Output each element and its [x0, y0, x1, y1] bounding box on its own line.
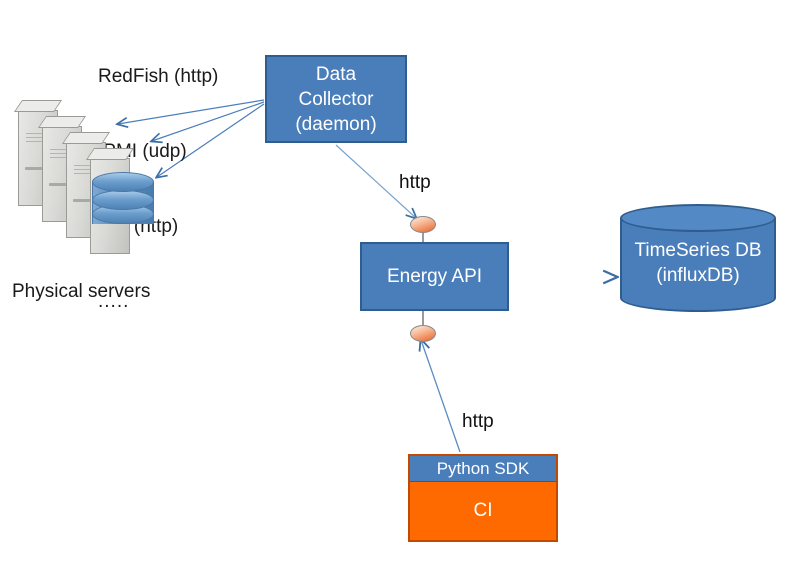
node-timeseries-db[interactable]: TimeSeries DB (influxDB): [620, 204, 776, 312]
server-database-icon: [92, 172, 154, 234]
server-vent: [50, 153, 72, 154]
server-vent: [26, 133, 48, 134]
server-vent: [26, 137, 48, 138]
node-ci-header-label: Python SDK: [410, 456, 556, 482]
server-vent: [74, 173, 96, 174]
server-tower-top: [13, 100, 63, 112]
server-slot: [73, 199, 99, 202]
protocol-ellipsis: .....: [98, 291, 130, 312]
edge-sdk-to-api: [421, 340, 461, 453]
server-tower-top: [37, 116, 87, 128]
database-disc: [92, 172, 154, 192]
server-vent: [50, 149, 72, 150]
protocol-redfish: RedFish (http): [98, 66, 219, 87]
cylinder-top: [620, 204, 776, 232]
server-vent: [50, 157, 72, 158]
server-slot: [25, 167, 51, 170]
physical-servers-label: Physical servers: [12, 281, 151, 302]
interface-port-http-in[interactable]: [410, 216, 436, 233]
node-energy-api[interactable]: Energy API: [360, 242, 509, 311]
server-vent: [74, 169, 96, 170]
node-timeseries-db-label: TimeSeries DB (influxDB): [634, 240, 762, 286]
server-tower-top: [85, 148, 135, 160]
server-tower-top: [61, 132, 111, 144]
node-ci-component[interactable]: Python SDK CI: [408, 454, 558, 542]
node-energy-api-label: Energy API: [386, 266, 483, 287]
node-data-collector[interactable]: Data Collector (daemon): [265, 55, 407, 143]
server-vent: [26, 141, 48, 142]
edge-label-collector-to-api: http: [399, 172, 431, 193]
interface-port-http-out[interactable]: [410, 325, 436, 342]
node-data-collector-label: Data Collector (daemon): [295, 63, 377, 135]
physical-servers-illustration: [6, 96, 176, 254]
server-vent: [74, 165, 96, 166]
edge-label-sdk-to-api: http: [462, 411, 494, 432]
server-slot: [49, 183, 75, 186]
node-ci-body-label: CI: [410, 482, 556, 540]
database-disc: [92, 190, 154, 210]
